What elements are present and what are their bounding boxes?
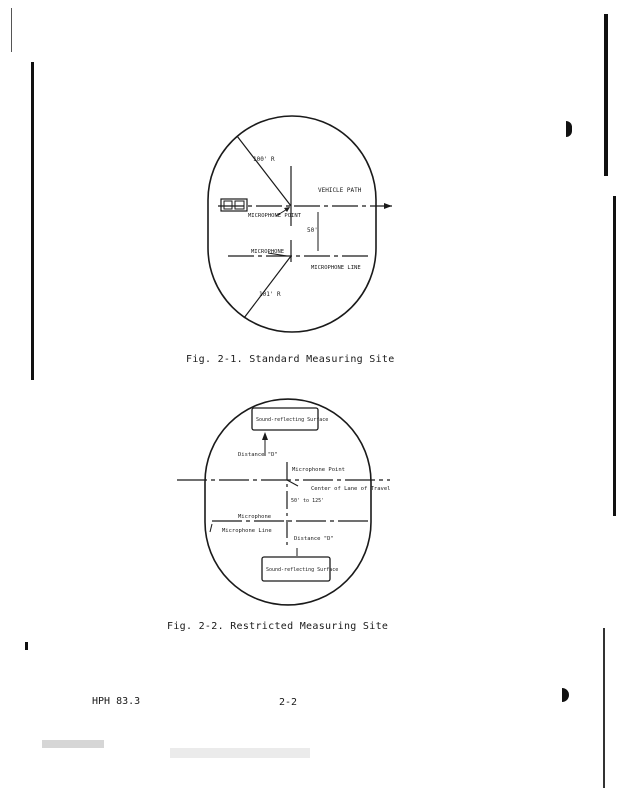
- label-microphone-point-2: Microphone Point: [292, 467, 345, 473]
- scan-blot-right-low: [562, 688, 569, 702]
- footer-page-number: 2-2: [279, 697, 298, 708]
- radius-line-bottom: [243, 255, 292, 319]
- label-microphone-1: MICROPHONE: [251, 249, 284, 255]
- scan-blot-right: [566, 121, 572, 137]
- label-vehicle-path: VEHICLE PATH: [318, 187, 362, 194]
- scan-edge-topleft: [11, 8, 12, 52]
- label-radius-bottom: 101' R: [259, 291, 281, 298]
- scan-noise-bottom: [42, 740, 104, 748]
- measuring-area-outline: [207, 115, 377, 333]
- label-microphone-point-1: MICROPHONE POINT: [248, 213, 302, 219]
- label-sound-absorbing-bottom: Sound-reflecting Surface: [266, 567, 338, 573]
- label-microphone-2: Microphone: [238, 514, 271, 520]
- label-radius-top: 100' R: [253, 156, 275, 163]
- figure2-caption: Fig. 2-2. Restricted Measuring Site: [167, 621, 389, 632]
- label-distance-50: 50': [307, 227, 318, 234]
- scan-mark-left: [25, 642, 28, 650]
- label-sound-reflecting-top: Sound-reflecting Surface: [256, 417, 328, 423]
- sound-reflecting-box-top: [251, 407, 319, 431]
- label-center-lane: Center of Lane of Travel: [311, 486, 390, 492]
- radius-line-top: [236, 135, 292, 207]
- figure1-caption: Fig. 2-1. Standard Measuring Site: [186, 354, 395, 365]
- label-distance-d-top: Distance "D": [238, 452, 278, 458]
- label-d-range: 50' to 125': [291, 498, 324, 504]
- label-microphone-line-1: MICROPHONE LINE: [311, 265, 361, 271]
- sound-reflecting-box-bottom: [261, 556, 331, 582]
- label-microphone-line-2: Microphone Line: [222, 528, 272, 534]
- scan-noise-bottom-2: [170, 748, 310, 758]
- scan-edge-right-top: [604, 14, 608, 176]
- vehicle-icon: [220, 198, 248, 212]
- scan-edge-right-low: [603, 628, 605, 788]
- scan-edge-right-mid: [613, 196, 616, 516]
- footer-doc-number: HPH 83.3: [92, 696, 141, 707]
- restricted-area-outline: [204, 398, 372, 606]
- label-distance-d-bottom: Distance "D": [294, 536, 334, 542]
- scan-edge-left: [31, 62, 34, 380]
